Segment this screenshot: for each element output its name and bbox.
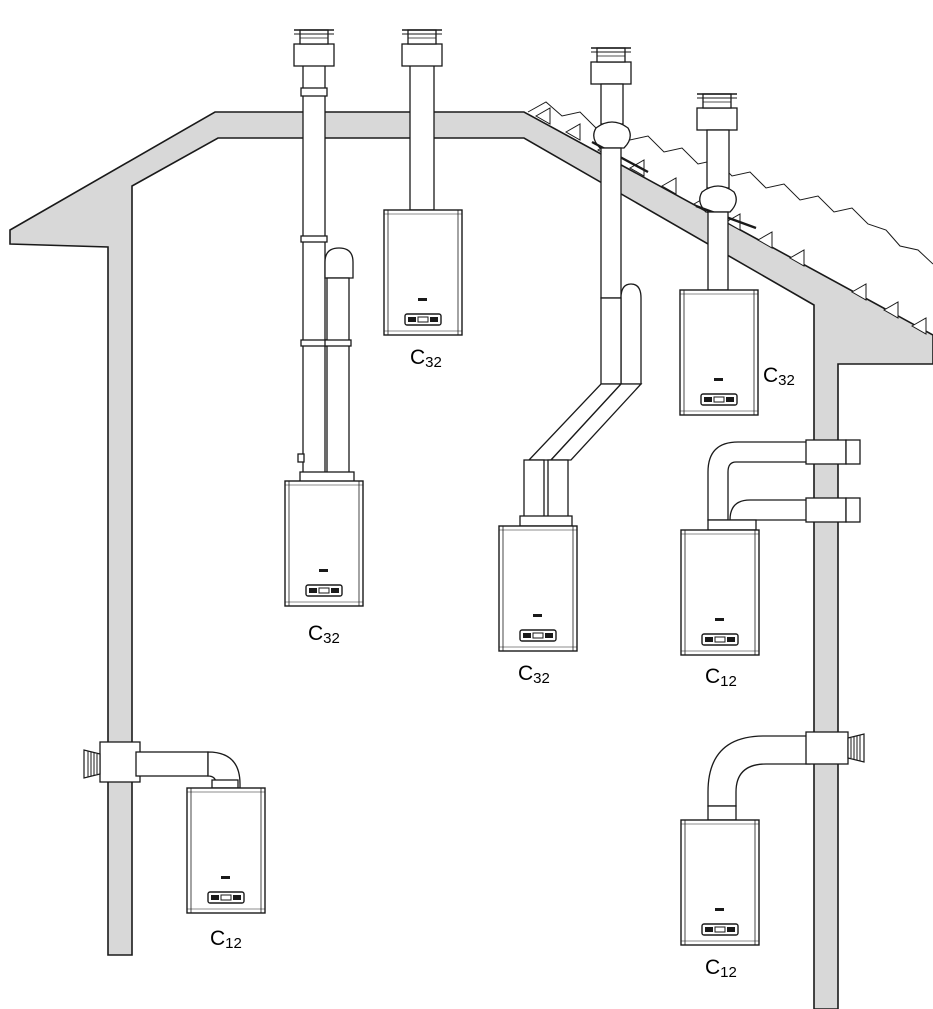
flue-system-horizontal-split — [707, 439, 861, 531]
boiler-c12-c — [680, 819, 760, 946]
label-c12-c: C12 — [705, 956, 737, 981]
label-c32-d: C32 — [763, 364, 795, 389]
flue-system-coaxial-pitched — [695, 93, 757, 291]
terminal-left — [83, 749, 101, 779]
flue-system-split-left — [293, 29, 355, 483]
boiler-c32-c — [498, 525, 578, 652]
label-c32-c: C32 — [518, 662, 550, 687]
label-c32-b: C32 — [410, 346, 442, 371]
boiler-c32-b — [383, 209, 463, 336]
boiler-c12-a — [186, 787, 266, 914]
flue-system-split-pitched — [519, 47, 649, 527]
boiler-c32-d — [679, 289, 759, 416]
terminal-right — [847, 733, 865, 763]
flue-system-horizontal-right — [707, 731, 849, 821]
label-c12-b: C12 — [705, 665, 737, 690]
boiler-c32-a — [284, 480, 364, 607]
label-c32-a: C32 — [308, 622, 340, 647]
boiler-c12-b — [680, 529, 760, 656]
flue-system-vertical-center — [401, 29, 443, 211]
label-c12-a: C12 — [210, 927, 242, 952]
house-wall-roof — [9, 111, 933, 1009]
flue-system-horizontal-left — [99, 741, 241, 789]
